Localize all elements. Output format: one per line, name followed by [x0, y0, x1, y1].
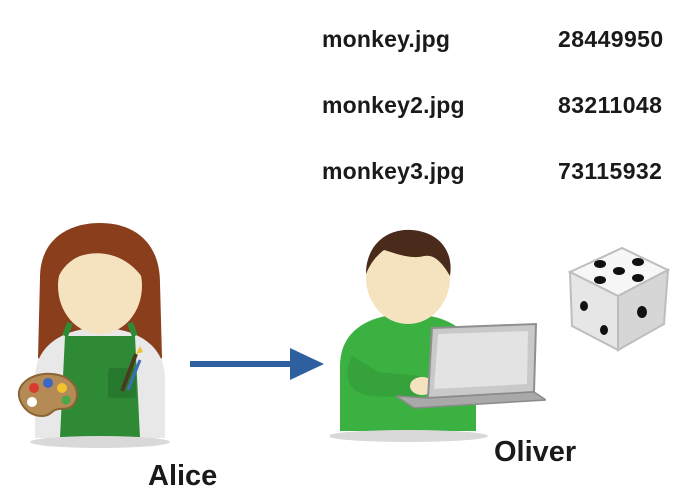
alice-label: Alice	[148, 460, 218, 492]
file-id: 73115932	[558, 158, 663, 184]
file-id: 28449950	[558, 26, 664, 52]
right-arrow-icon	[190, 348, 324, 380]
dice-icon	[567, 246, 671, 352]
file-id: 83211048	[558, 92, 663, 118]
artist-palette-icon	[17, 372, 79, 417]
file-row: monkey3.jpg 73115932	[322, 158, 682, 224]
file-row: monkey2.jpg 83211048	[322, 92, 682, 158]
oliver-figure	[330, 226, 550, 446]
laptop-icon	[396, 322, 546, 409]
paintbrush-icon	[120, 346, 143, 392]
file-row: monkey.jpg 28449950	[322, 26, 682, 92]
file-name: monkey2.jpg	[322, 92, 465, 118]
file-name: monkey.jpg	[322, 26, 451, 52]
alice-avatar-icon	[30, 223, 170, 448]
file-name: monkey3.jpg	[322, 158, 465, 184]
oliver-label: Oliver	[494, 436, 577, 468]
alice-figure	[10, 218, 190, 458]
file-list: monkey.jpg 28449950 monkey2.jpg 83211048…	[322, 26, 682, 224]
